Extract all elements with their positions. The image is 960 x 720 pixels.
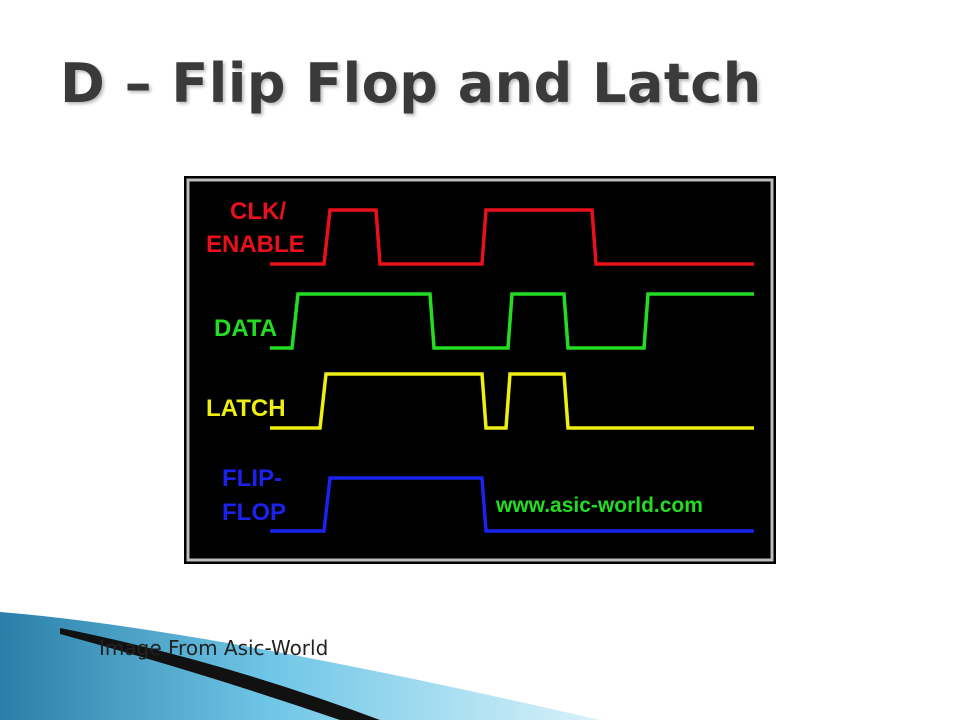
data-waveform: [270, 292, 754, 350]
slide-title: D – Flip Flop and Latch: [60, 52, 762, 115]
diagram-background: [184, 176, 776, 564]
timing-diagram-svg: CLK/ ENABLE DATA LATCH FLIP- FLOP www.as…: [184, 176, 776, 564]
swoosh-blue: [0, 612, 600, 720]
clk-waveform: [270, 208, 754, 266]
latch-waveform: [270, 372, 754, 430]
signal-clk: CLK/ ENABLE: [206, 198, 754, 266]
signal-flipflop: FLIP- FLOP: [222, 465, 754, 533]
image-caption: Image From Asic-World: [99, 636, 329, 660]
flipflop-label-line1: FLIP-: [222, 465, 282, 492]
clk-label-line1: CLK/: [230, 198, 286, 225]
timing-diagram: CLK/ ENABLE DATA LATCH FLIP- FLOP www.as…: [184, 176, 776, 564]
watermark-text: www.asic-world.com: [495, 494, 703, 517]
diagram-border: [186, 178, 774, 562]
flipflop-label-line2: FLOP: [222, 499, 286, 526]
data-label: DATA: [214, 315, 277, 342]
latch-label: LATCH: [206, 395, 286, 422]
swoosh-dark-stripe: [60, 628, 380, 720]
clk-label-line2: ENABLE: [206, 231, 305, 258]
signal-latch: LATCH: [206, 372, 754, 430]
flipflop-waveform: [270, 476, 754, 533]
signal-data: DATA: [214, 292, 754, 350]
